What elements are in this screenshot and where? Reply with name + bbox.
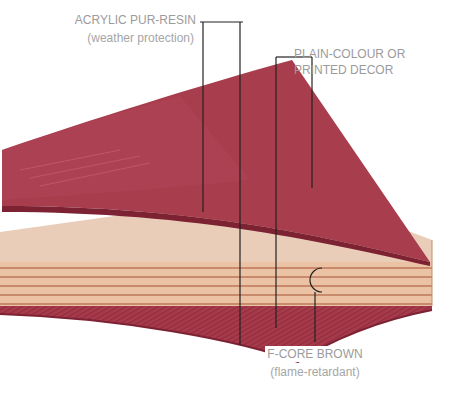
label-text: ACRYLIC PUR-RESIN bbox=[75, 12, 196, 28]
top-sheet bbox=[2, 60, 430, 266]
label-text: PLAIN-COLOUR OR PRINTED DECOR bbox=[294, 46, 418, 78]
label-note: (weather protection) bbox=[87, 30, 194, 46]
bottom-sheet bbox=[0, 306, 432, 362]
label-text: F-CORE BROWN bbox=[265, 346, 364, 362]
label-note: (flame-retardant) bbox=[268, 364, 361, 380]
